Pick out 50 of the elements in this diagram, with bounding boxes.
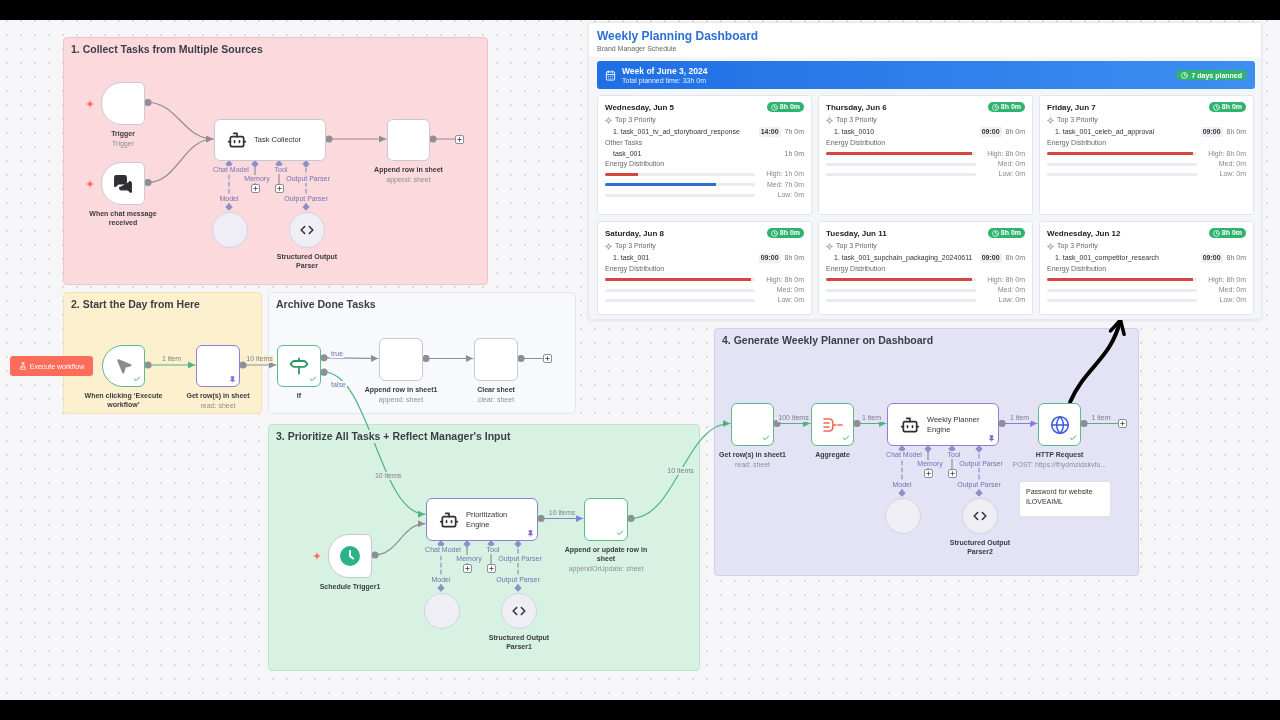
dashboard-screenshot [588, 22, 1262, 320]
connector [144, 136, 214, 187]
day-title: Saturday, Jun 8 [605, 228, 664, 238]
dashed-connector [975, 445, 983, 497]
connector [320, 354, 379, 362]
connector [853, 419, 887, 428]
sub-node-circle [424, 593, 460, 629]
connector [1080, 419, 1119, 428]
dashboard-title: Weekly Planning Dashboard [597, 29, 759, 43]
connector [517, 354, 544, 363]
section-title: 3. Prioritize All Tasks + Reflect Manager's Input [276, 430, 511, 444]
day-title: Wednesday, Jun 12 [1047, 228, 1121, 238]
connector [320, 368, 426, 516]
connector [998, 419, 1038, 428]
connector [371, 521, 426, 559]
connector [144, 361, 196, 369]
day-card [818, 95, 1033, 215]
dashed-connector [898, 445, 906, 497]
day-card [597, 95, 812, 215]
day-card [597, 221, 812, 315]
dashed-connector [514, 540, 522, 592]
connector [325, 135, 387, 143]
sticky-note [63, 37, 488, 285]
day-title: Wednesday, Jun 5 [605, 102, 675, 112]
hand-drawn-arrow [1068, 318, 1126, 404]
note-card [1019, 481, 1111, 517]
dashed-connector [437, 540, 445, 592]
section-title: 2. Start the Day from Here [71, 298, 200, 312]
sub-node-circle [885, 498, 921, 534]
day-title: Tuesday, Jun 11 [826, 228, 887, 238]
dashed-connector [302, 160, 310, 211]
sticky-note [714, 328, 1139, 576]
section-title: 1. Collect Tasks from Multiple Sources [71, 43, 263, 57]
section-title: 4. Generate Weekly Planner on Dashboard [722, 334, 934, 348]
connector [429, 135, 456, 143]
day-card [818, 221, 1033, 315]
day-card [1039, 95, 1254, 215]
day-card [1039, 221, 1254, 315]
week-banner [597, 61, 1255, 89]
dashed-connector [225, 160, 233, 211]
day-title: Thursday, Jun 6 [826, 102, 887, 112]
sub-node-circle [212, 212, 248, 248]
day-title: Friday, Jun 7 [1047, 102, 1096, 112]
connector [537, 514, 584, 523]
sticky-note [268, 424, 700, 671]
connector [239, 361, 277, 369]
week-title: Week of June 3, 2024 [622, 66, 709, 76]
connector [422, 354, 474, 363]
connector [773, 419, 811, 428]
connector [627, 421, 731, 523]
